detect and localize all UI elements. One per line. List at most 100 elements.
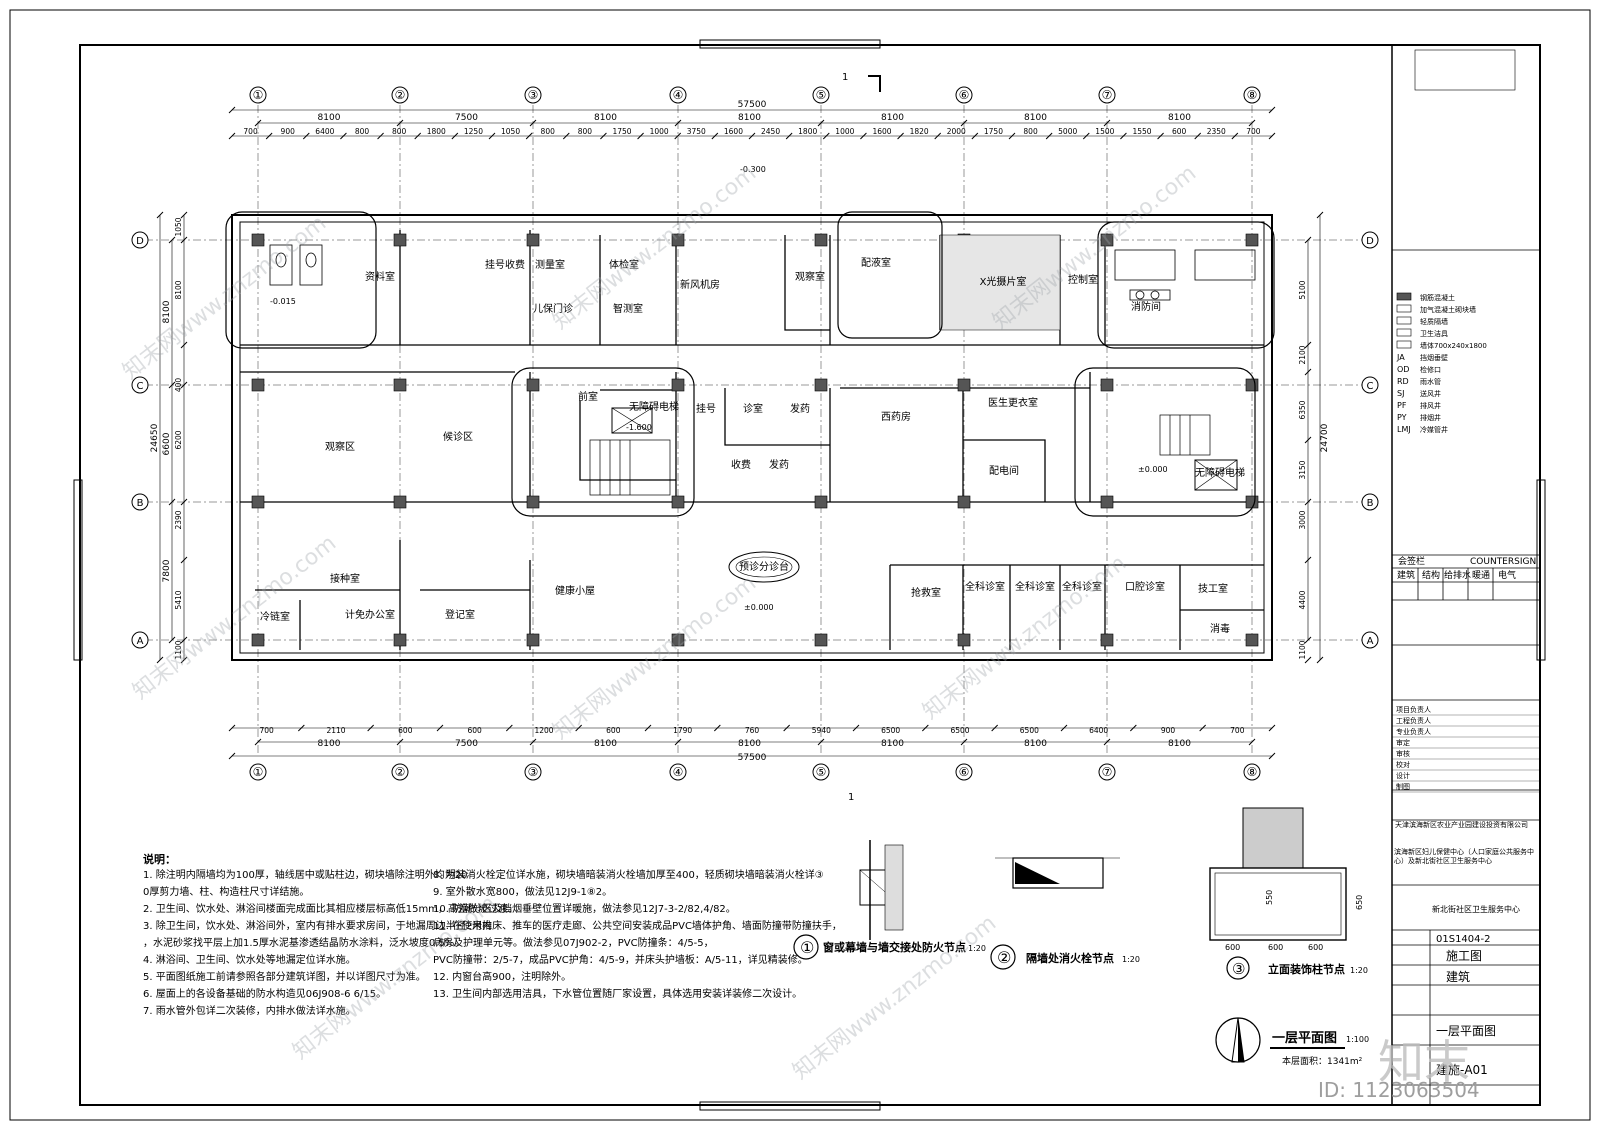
dimension-tick (414, 132, 422, 140)
column (251, 495, 265, 509)
watermark-id: ID: 1123063504 (1318, 1078, 1480, 1102)
dimension-tick (575, 724, 583, 732)
column (671, 495, 685, 509)
legend-code: LMJ (1397, 425, 1411, 434)
room-label: 消防间 (1131, 300, 1161, 313)
column (1245, 495, 1259, 509)
dimension-tick (265, 132, 273, 140)
discipline: 建筑 (1397, 569, 1415, 581)
level-label: -0.015 (270, 297, 296, 306)
title-block-text: 会签栏 COUNTERSIGN 建筑 结构 给排水 暖通 电气 天津滨海新区农业… (1392, 555, 1540, 1077)
dimension-tick (168, 381, 176, 389)
room-label: 资料室 (365, 270, 395, 283)
column (393, 633, 407, 647)
column (671, 233, 685, 247)
dimension-text: 1050 (174, 217, 183, 236)
note-line: 8. 明装消火栓定位详水施，砌块墙暗装消火栓墙加厚至400，轻质砌块墙暗装消火栓… (433, 868, 824, 881)
axis-bubble (249, 763, 267, 781)
note-line: 12. 内窗台高900，注明除外。 (433, 970, 571, 983)
note-line: 13. 卫生间内部选用洁具，下水管位置随厂家设置，具体选用安装详装修二次设计。 (433, 987, 802, 1000)
room-label: 挂号收费 (485, 258, 525, 271)
column (393, 495, 407, 509)
dimension-text: 8100 (738, 113, 761, 123)
dimension-text: 7800 (162, 559, 172, 582)
axis-number: ⑤ (816, 88, 827, 102)
dimension-tick (934, 132, 942, 140)
dimension-tick (488, 132, 496, 140)
outer-frame (9, 9, 1591, 1121)
axis-bubble (669, 86, 687, 104)
axis-bubble (131, 631, 149, 649)
dimension-text: 1750 (612, 127, 631, 136)
dimension-text: 2110 (326, 726, 345, 735)
axis-bubble (955, 86, 973, 104)
dimension-text: 6500 (881, 726, 900, 735)
room-label: 配电间 (989, 464, 1019, 477)
room-label: 接种室 (330, 572, 360, 585)
watermark-text: 知末网www.znzmo.com (788, 911, 1001, 1085)
dimension-tick (1103, 119, 1111, 127)
legend-code: JA (1396, 353, 1405, 362)
dimension-tick (168, 498, 176, 506)
dimension-text: 6400 (315, 127, 334, 136)
section-mark-bottom: 1 (848, 792, 854, 803)
dimension-text: 1800 (798, 127, 817, 136)
dimension-tick (852, 724, 860, 732)
legend-text: 加气混凝土砌块墙 (1420, 305, 1476, 314)
level-label: -0.300 (740, 165, 766, 174)
dimension-tick (674, 738, 682, 746)
dimension-tick (1304, 436, 1312, 444)
dimension-tick (180, 498, 188, 506)
svg-text:1: 1 (848, 792, 854, 803)
dimension-text: 1250 (464, 127, 483, 136)
title-block-role: 审定 (1396, 738, 1410, 747)
dimension-tick (1248, 738, 1256, 746)
discipline: 给排水 (1444, 569, 1471, 581)
column (671, 633, 685, 647)
room-label: 无障碍电梯 (1195, 466, 1245, 479)
structural-columns (251, 233, 1259, 647)
dimension-text: 7500 (455, 739, 478, 749)
dimension-text: 1200 (534, 726, 553, 735)
dimension-text: 57500 (738, 100, 767, 110)
axis-bubble (1243, 763, 1261, 781)
dimension-text: 24650 (150, 423, 160, 452)
dimension-tick (1248, 119, 1256, 127)
room-label: 新风机房 (680, 278, 720, 291)
legend-code: OD (1397, 365, 1409, 374)
dimension-text: 700 (243, 127, 258, 136)
building-outline (231, 214, 1273, 661)
dimension-tick (1194, 132, 1202, 140)
legend-text: 排烟井 (1420, 413, 1441, 422)
plan-title-block: 一层平面图 1:100 本层面积：1341m² (1215, 1017, 1369, 1067)
level-label: -1.600 (626, 423, 652, 432)
column (393, 378, 407, 392)
dimension-tick (817, 738, 825, 746)
title-block-role: 审核 (1396, 749, 1410, 758)
dimension-tick (674, 132, 682, 140)
reception-desk (728, 551, 800, 583)
column (251, 378, 265, 392)
client-name: 天津滨海新区农业产业园建设投资有限公司 (1395, 820, 1528, 829)
room-label: 诊室 (743, 402, 763, 415)
axis-bubble (955, 763, 973, 781)
legend-code: PY (1397, 413, 1407, 422)
dimension-tick (1304, 236, 1312, 244)
dimension-tick (228, 752, 236, 760)
dimension-text: 800 (355, 127, 370, 136)
legend-text: 检修口 (1420, 365, 1441, 374)
dimension-tick (228, 724, 236, 732)
note-line: 11. 在使用推床、推车的医疗走廊、公共空间安装成品PVC墙体护角、墙面防撞带防… (433, 919, 842, 932)
room-label: 测量室 (535, 258, 565, 271)
dimension-tick (180, 381, 188, 389)
column (814, 495, 828, 509)
legend-code: SJ (1397, 389, 1404, 398)
axis-bubble (524, 86, 542, 104)
center-mark-left (73, 479, 83, 661)
level-labels: -0.015 -0.300 ±0.000 -1.600 ±0.000 (270, 165, 1168, 612)
dimension-text: 700 (1230, 726, 1245, 735)
axis-bubble (391, 86, 409, 104)
dimension-tick (713, 724, 721, 732)
dimension-text: 2390 (174, 510, 183, 529)
